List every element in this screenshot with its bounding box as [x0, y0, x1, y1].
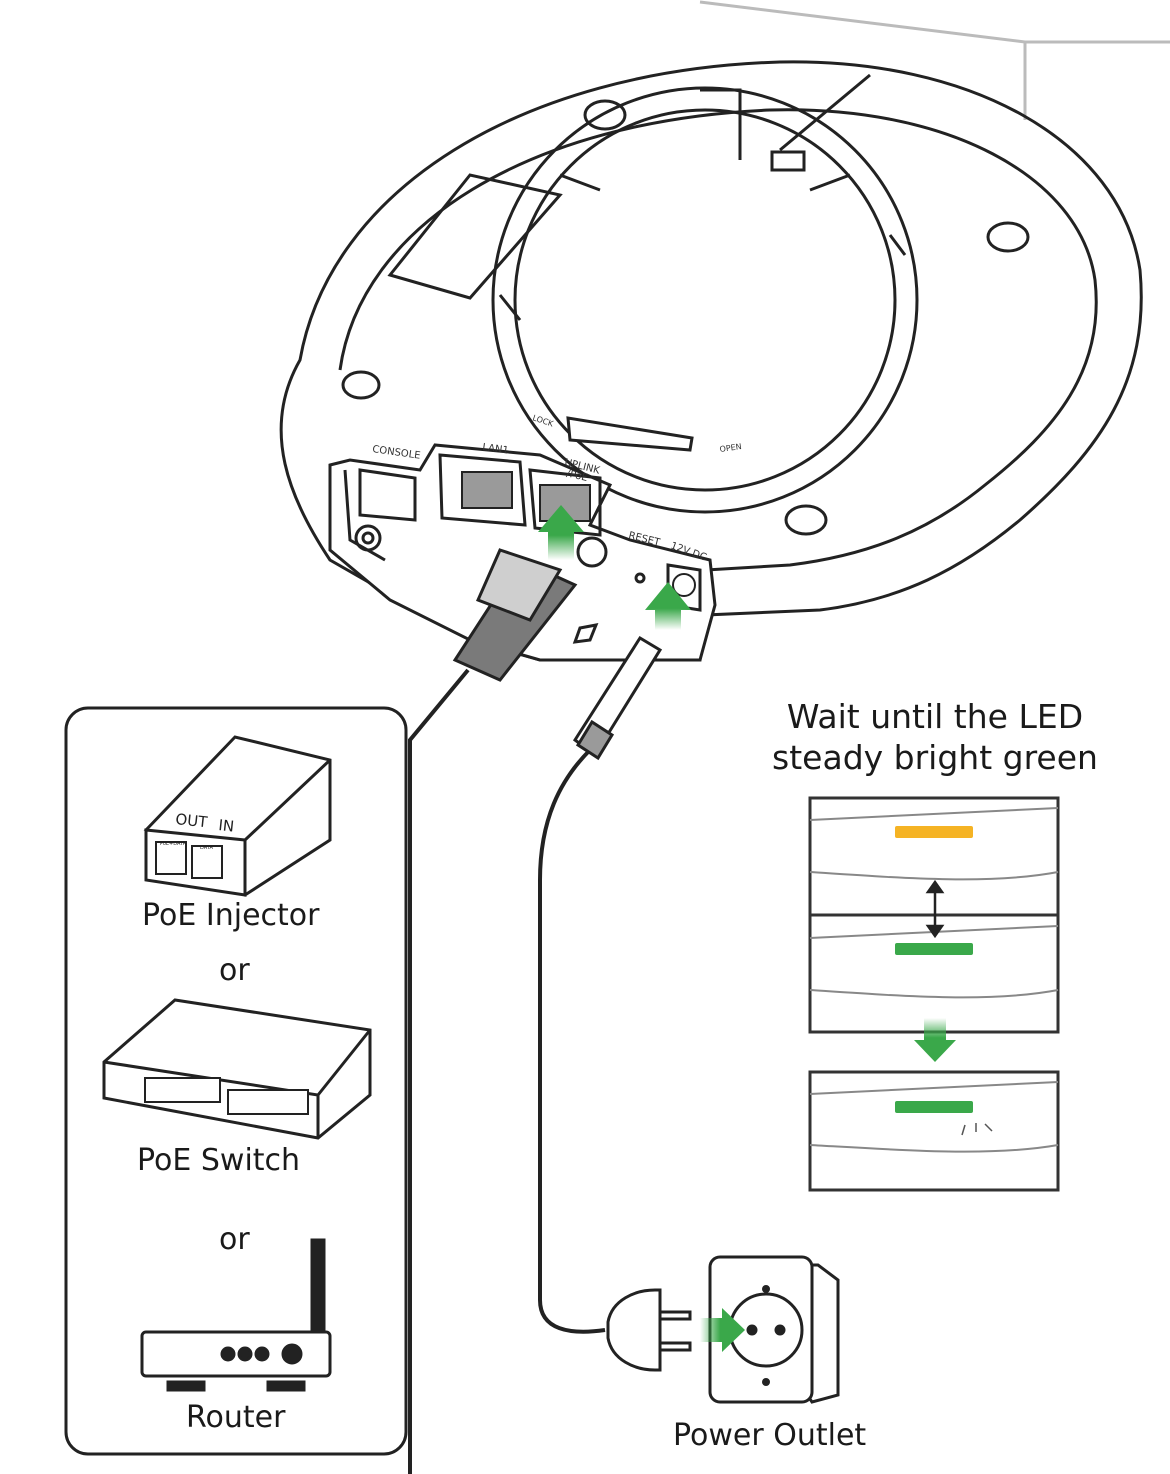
- ground-screw: [576, 536, 608, 568]
- ethernet-insert-arrow: [538, 505, 584, 560]
- poe-switch-label: PoE Switch: [137, 1143, 301, 1178]
- led-green: [895, 943, 973, 955]
- lan1-label: LAN1: [482, 442, 510, 457]
- injector-in-label: IN: [218, 816, 235, 836]
- led-panel-steady: [808, 1070, 1060, 1192]
- led-instruction-line1: Wait until the LED: [786, 697, 1084, 736]
- ceiling-lines: [699, 0, 1170, 120]
- ethernet-plug: [408, 548, 578, 1474]
- led-panels: [808, 796, 1060, 1192]
- dc-plug: [538, 635, 663, 1334]
- dc-jack: [672, 573, 696, 597]
- power-plug: [606, 1288, 692, 1372]
- or-label-2: or: [219, 1222, 250, 1257]
- dc-insert-arrow: [645, 582, 691, 630]
- mount-tab: [770, 150, 806, 172]
- console-label: CONSOLE: [372, 444, 422, 462]
- port-panel: [328, 443, 717, 662]
- blink-arrow: [925, 879, 945, 939]
- injector-out-label: OUT: [175, 810, 209, 831]
- led-bars: [895, 826, 973, 1113]
- latch: [566, 416, 694, 452]
- poe-injector-icon: OUT IN PoE+DATA DATA: [143, 735, 332, 897]
- poe-switch-icon: [102, 998, 372, 1140]
- poe-injector-label: PoE Injector: [142, 898, 320, 933]
- label-plate: [387, 173, 563, 300]
- mount-ring-outer: [491, 86, 919, 514]
- lan1-port: [461, 471, 513, 509]
- power-outlet-icon: [708, 1255, 840, 1404]
- open-label: OPEN: [719, 442, 742, 454]
- led-instruction-line2: steady bright green: [772, 738, 1098, 777]
- injector-port2-label: DATA: [200, 845, 213, 851]
- led-amber: [895, 826, 973, 838]
- led-progress-arrow: [914, 1018, 956, 1062]
- ap-ports: [461, 471, 696, 597]
- or-label-1: or: [219, 953, 250, 988]
- led-shine-marks: [961, 1123, 993, 1136]
- mount-ring-inner: [513, 108, 897, 492]
- led-green-steady: [895, 1101, 973, 1113]
- plug-insert-arrow: [700, 1308, 745, 1352]
- router-icon: [140, 1238, 332, 1392]
- router-label: Router: [186, 1400, 286, 1435]
- access-point: [279, 60, 1143, 662]
- options-panel: [64, 706, 408, 1456]
- uplink-label-2: /PoE: [565, 468, 589, 484]
- power-outlet-label: Power Outlet: [673, 1418, 867, 1453]
- injector-port1-label: PoE+DATA: [160, 841, 187, 847]
